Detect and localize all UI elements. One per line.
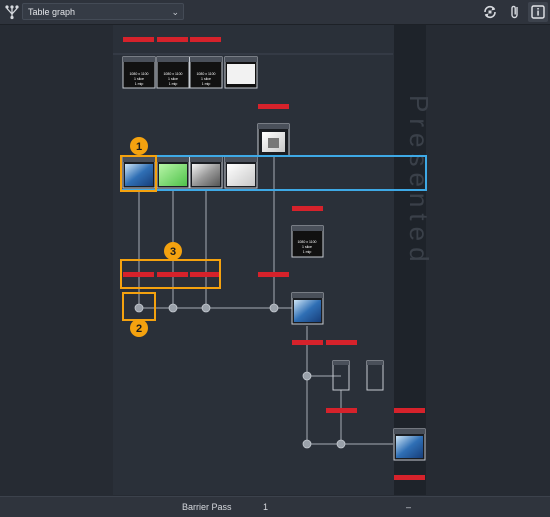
annotation-boxes	[120, 155, 221, 321]
resource-graph-icon[interactable]	[4, 4, 20, 20]
status-footer: Barrier Pass 1 –	[0, 496, 550, 517]
svg-text:3: 3	[170, 246, 176, 258]
svg-text:1080 x 1100: 1080 x 1100	[297, 240, 316, 244]
svg-text:1080 x 1100: 1080 x 1100	[129, 72, 148, 76]
info-icon	[531, 5, 545, 19]
info-button[interactable]	[528, 2, 548, 22]
presented-texture-node[interactable]	[393, 428, 426, 461]
svg-text:1 slice: 1 slice	[134, 77, 144, 81]
top-pass-row[interactable]: 1080 x 1100 1 slice 1 mip 1080 x 1100 1 …	[122, 56, 258, 89]
chevron-down-icon: ⌄	[171, 7, 179, 17]
callout-1: 1	[130, 137, 148, 155]
presented-label: Presented	[404, 95, 434, 268]
svg-text:1 slice: 1 slice	[201, 77, 211, 81]
barrier-markers[interactable]	[123, 37, 425, 480]
sync-button[interactable]	[480, 2, 500, 22]
callout-2: 2	[130, 319, 148, 337]
svg-text:1 slice: 1 slice	[168, 77, 178, 81]
blue-texture-node[interactable]	[291, 292, 324, 325]
footer-pass-name: Barrier Pass	[182, 502, 232, 512]
svg-text:1 slice: 1 slice	[302, 245, 312, 249]
svg-text:1 mip: 1 mip	[202, 82, 211, 86]
render-target-node[interactable]	[257, 123, 290, 157]
graph-select[interactable]: Table graph ⌄	[22, 3, 184, 20]
footer-count: 1	[263, 502, 269, 512]
texture-row[interactable]	[122, 156, 258, 189]
junction-nodes[interactable]	[134, 303, 346, 449]
attach-icon	[511, 5, 518, 19]
svg-text:1080 x 1100: 1080 x 1100	[196, 72, 215, 76]
footer-dash: –	[406, 502, 412, 512]
middle-pass-node[interactable]: 1080 x 1100 1 slice 1 mip	[291, 225, 324, 258]
graph-select-value: Table graph	[28, 7, 76, 17]
presented-column	[394, 25, 426, 495]
toolbar: Table graph ⌄	[0, 0, 550, 25]
attach-button[interactable]	[505, 2, 525, 22]
svg-text:1 mip: 1 mip	[303, 250, 312, 254]
svg-text:1 mip: 1 mip	[135, 82, 144, 86]
svg-text:1080 x 1100: 1080 x 1100	[163, 72, 182, 76]
resource-graph-canvas[interactable]: Presented 1080 x 1100 1 slice 1 mip	[0, 25, 550, 495]
svg-text:1: 1	[136, 141, 142, 153]
sync-icon	[484, 5, 496, 19]
callout-3: 3	[164, 242, 182, 260]
svg-text:1 mip: 1 mip	[169, 82, 178, 86]
svg-text:2: 2	[136, 323, 142, 335]
empty-resource-headers	[333, 361, 383, 365]
